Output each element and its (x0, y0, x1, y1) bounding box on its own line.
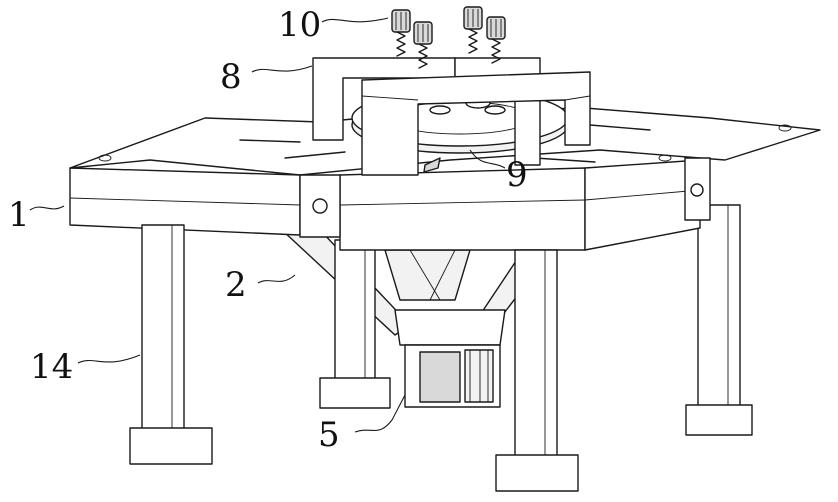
leader-line-14 (77, 354, 141, 364)
clamp-frame-front (361, 71, 591, 176)
leader-line-10 (321, 17, 389, 23)
label-14: 14 (30, 347, 73, 387)
label-9: 9 (506, 155, 528, 195)
front-leg-right (495, 249, 579, 492)
back-leg-center (319, 239, 391, 409)
leader-line-5 (354, 394, 406, 433)
knob-screw (463, 6, 483, 54)
label-5: 5 (318, 415, 340, 455)
knob-screw (391, 9, 411, 57)
leader-line-8 (251, 65, 313, 73)
label-2: 2 (225, 265, 247, 305)
knob-screw (413, 21, 433, 69)
label-1: 1 (8, 195, 30, 235)
back-leg-right (685, 204, 753, 436)
knob-screw (486, 16, 506, 64)
leader-line-9 (469, 149, 506, 169)
label-10: 10 (278, 5, 321, 45)
label-8: 8 (220, 57, 242, 97)
leader-line-2 (257, 274, 296, 284)
front-leg-left (129, 224, 213, 465)
leader-line-1 (29, 205, 65, 211)
motor-unit (404, 344, 501, 408)
